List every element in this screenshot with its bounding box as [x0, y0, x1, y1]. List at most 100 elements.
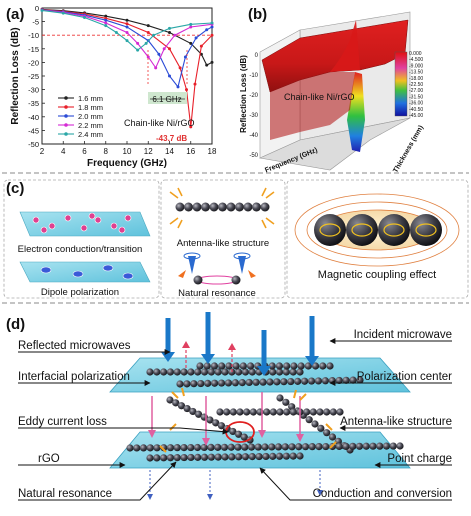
ni-bead — [314, 377, 323, 385]
data-point — [144, 41, 148, 45]
reflected-microwaves — [182, 341, 236, 372]
x-tick-label: 16 — [186, 147, 195, 156]
y-tick-label: -5 — [32, 18, 39, 27]
z-tick-label: 0 — [255, 53, 259, 59]
ni-bead — [180, 368, 188, 376]
label-natural-resonance: Natural resonance — [18, 488, 112, 500]
ni-bead — [146, 444, 154, 452]
floor — [258, 117, 411, 171]
x-tick-label: 12 — [144, 147, 153, 156]
ni-bead — [200, 368, 209, 376]
ni-bead — [276, 394, 284, 402]
ni-bead — [382, 442, 391, 450]
ni-sphere — [410, 214, 442, 246]
ni-bead — [301, 443, 310, 451]
legend-marker — [64, 123, 68, 127]
ni-bead — [212, 419, 220, 427]
ni-bead — [206, 416, 214, 424]
z-ticks: 0-10-20-30-40-50 — [249, 53, 258, 159]
resonance-loop — [196, 275, 238, 285]
ni-bead — [225, 362, 233, 370]
ni-bead — [214, 443, 222, 451]
ni-bead — [229, 427, 237, 436]
ni-bead — [282, 452, 290, 460]
polarization-arrows — [159, 387, 337, 453]
ni-bead — [342, 376, 350, 384]
ni-bead — [192, 202, 202, 212]
ni-bead — [287, 377, 295, 386]
data-point — [83, 16, 86, 20]
label-interfacial-polarization: Interfacial polarization — [18, 371, 130, 383]
label-incident-microwave: Incident microwave — [354, 329, 452, 341]
data-point — [162, 47, 166, 51]
ni-bead — [217, 422, 226, 430]
ni-bead — [235, 368, 243, 376]
electron-dot — [32, 216, 40, 224]
ni-bead — [207, 453, 215, 461]
ni-bead — [139, 444, 148, 452]
x-tick-label: 2 — [40, 147, 45, 156]
electron-dot — [124, 214, 132, 222]
incident-microwaves — [161, 312, 319, 376]
ni-bead — [389, 442, 397, 450]
ni-bead — [275, 368, 284, 376]
ni-bead — [248, 368, 256, 376]
ni-particle-right — [231, 275, 241, 285]
panel-c: (c) Electron conduction/transition Dipol… — [3, 179, 469, 299]
ni-bead — [269, 368, 277, 376]
nickel-chain — [175, 202, 270, 212]
label-conduction-conversion: Conduction and conversion — [313, 488, 452, 500]
ni-bead — [189, 407, 197, 416]
natural-resonance-label: Natural resonance — [178, 288, 256, 299]
data-point — [168, 30, 171, 34]
ni-bead — [234, 443, 242, 451]
z-tick-label: -10 — [249, 73, 258, 79]
ni-bead — [126, 444, 134, 452]
legend: 1.6 mm1.8 mm2.0 mm2.2 mm2.4 mm — [58, 94, 103, 139]
ni-bead — [303, 408, 311, 416]
data-point — [176, 85, 180, 89]
data-point — [205, 63, 209, 67]
x-tick-label: 14 — [165, 147, 174, 156]
ni-bead — [204, 379, 212, 387]
ni-bead — [263, 408, 271, 416]
ni-bead — [218, 362, 226, 370]
series-line-5 — [41, 9, 213, 51]
ni-bead — [243, 202, 253, 212]
ni-bead — [153, 368, 161, 376]
ni-bead — [316, 408, 324, 416]
ni-bead — [217, 379, 226, 387]
colorbar-tick-label: -13.50 — [409, 70, 423, 76]
data-point — [183, 55, 187, 59]
data-point — [146, 24, 150, 28]
data-point — [104, 21, 108, 25]
precession-right — [233, 252, 251, 260]
ni-bead — [323, 429, 331, 437]
ni-bead — [254, 443, 262, 451]
legend-marker — [64, 132, 68, 136]
data-point — [104, 18, 108, 22]
ni-bead — [260, 202, 270, 212]
field-line-outer — [294, 193, 460, 267]
ni-bead — [229, 408, 237, 416]
legend-entry: 1.6 mm — [78, 94, 103, 103]
rgo-sheet-dipole — [19, 261, 151, 283]
ni-bead — [241, 453, 250, 461]
ni-bead — [255, 452, 263, 461]
colorbar-tick-label: 0.000 — [409, 51, 422, 57]
thickness-axis-title: Thickness (mm) — [392, 124, 425, 174]
colorbar-tick-label: -4.500 — [409, 57, 423, 63]
data-point — [189, 125, 193, 129]
ni-bead — [190, 380, 198, 388]
dipole-dot — [122, 272, 134, 280]
ni-bead — [275, 362, 284, 370]
data-point — [189, 25, 193, 29]
dipole-polarization-label: Dipole polarization — [41, 287, 119, 298]
ni-bead — [211, 379, 219, 387]
ni-particle-left — [193, 275, 203, 285]
data-point — [125, 22, 129, 26]
colorbar-tick-label: -22.50 — [409, 82, 423, 88]
data-point — [210, 60, 214, 64]
ni-bead — [304, 362, 312, 370]
z-tick-label: -40 — [249, 133, 258, 139]
